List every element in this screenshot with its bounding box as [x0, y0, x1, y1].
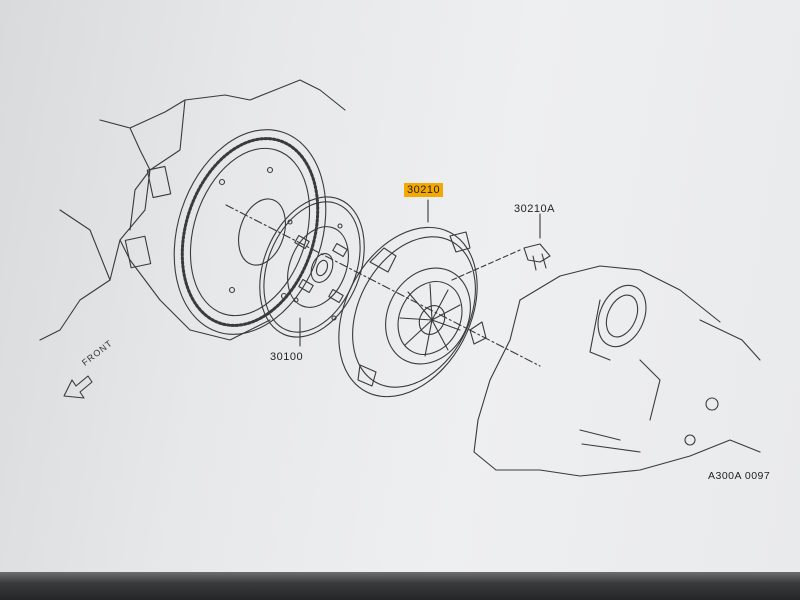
part-number-30210a: 30210A	[514, 203, 555, 215]
engine-block-drawing	[39, 79, 346, 341]
flywheel-drawing	[173, 129, 327, 335]
part-number-30210-highlighted: 30210	[404, 183, 444, 197]
figure-code: A300A 0097	[708, 470, 771, 482]
part-number-30100: 30100	[270, 351, 304, 363]
transmission-drawing	[473, 265, 761, 477]
parts-diagram-page: 30210 30210A 30100 FRONT A300A 0097	[0, 0, 800, 580]
monitor-bezel	[0, 572, 800, 600]
clutch-disc-drawing	[259, 196, 365, 338]
assembly-center-line	[225, 204, 541, 367]
bolt-line	[451, 249, 521, 281]
front-arrow-icon	[63, 375, 93, 399]
pressure-plate-drawing	[338, 226, 487, 398]
bolt-drawing	[523, 243, 551, 271]
clutch-exploded-diagram	[39, 79, 761, 477]
